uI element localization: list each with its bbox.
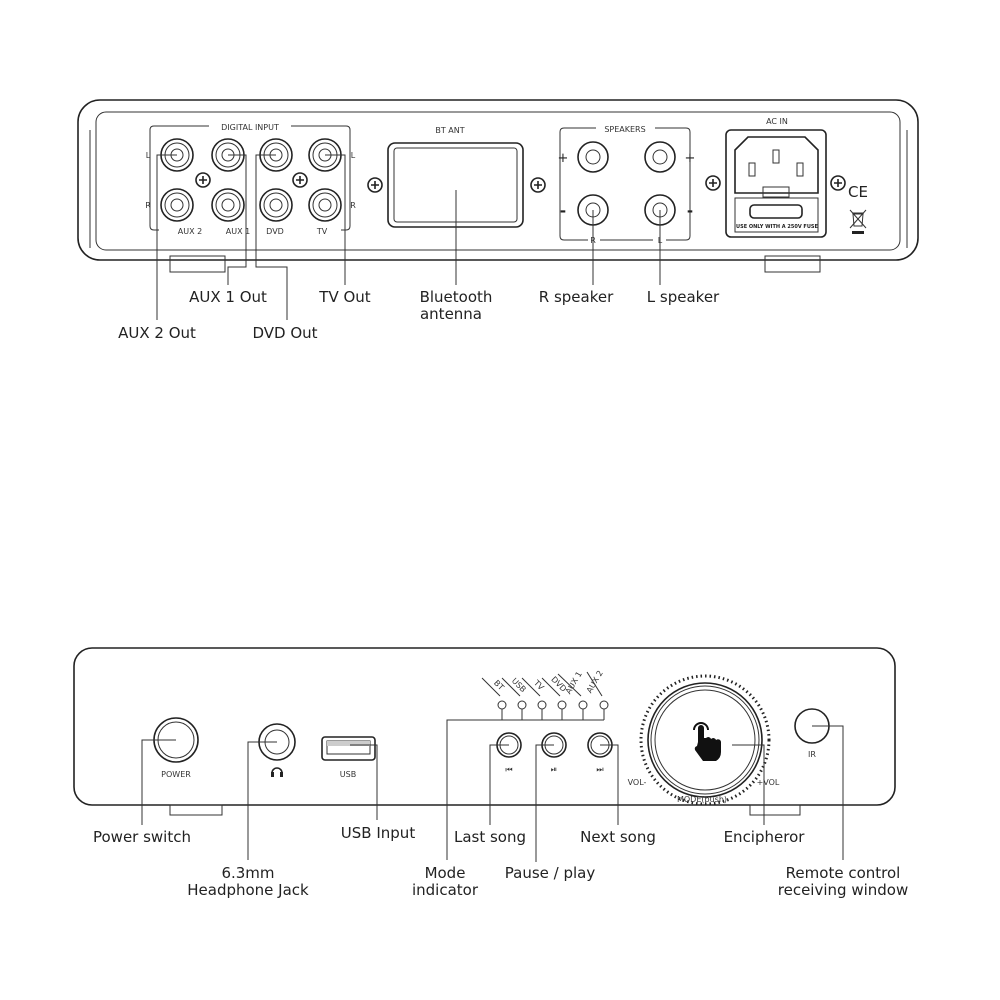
screw-icon [530,177,546,193]
screw-icon [292,172,308,188]
callout-headphone-jack: Headphone Jack [187,881,309,899]
channel-l-label: L [146,151,151,160]
speaker-terminal-l-plus [644,141,676,173]
foot [749,804,801,816]
input-label-tv: TV [316,227,328,236]
front-panel: POWER USB BT USB TV DVD AUX 1 AUX 2 [73,647,908,899]
led-aux2: AUX 2 [585,669,609,720]
screw-icon [830,175,846,191]
rca-jack-dvd-r [259,188,293,222]
callout-encipheror: Encipheror [724,828,806,846]
digital-input-label: DIGITAL INPUT [221,123,279,132]
minus-label: - [687,202,693,220]
volume-mode-knob[interactable] [639,674,771,806]
usb-port [321,736,376,761]
input-label-aux2: AUX 2 [178,227,202,236]
led-label-usb: USB [510,676,528,694]
callout-dvd-out: DVD Out [252,324,317,342]
callout-next-song: Next song [580,828,656,846]
foot [764,255,821,273]
plus-label: + [685,151,696,166]
input-label-dvd: DVD [266,227,284,236]
callout-remote-window: Remote control [786,864,901,882]
rca-jack-tv-r [308,188,342,222]
callout-last-song: Last song [454,828,526,846]
callout-r-speaker: R speaker [539,288,614,306]
rca-jack-aux1-r [211,188,245,222]
callout-aux1-out: AUX 1 Out [189,288,267,306]
callout-l-speaker: L speaker [647,288,720,306]
callout-mode-indicator: Mode [425,864,466,882]
rear-panel: DIGITAL INPUT L L R R AUX 2 AUX 1 DVD TV… [77,99,919,342]
foot [169,804,223,816]
minus-label: - [560,202,566,220]
callout-bluetooth-antenna: antenna [420,305,482,323]
callout-aux2-out: AUX 2 Out [118,324,196,342]
callout-bluetooth-antenna: Bluetooth [420,288,493,306]
ir-label: IR [808,750,816,759]
touch-hand-icon [693,722,721,761]
led-tv: TV [521,677,547,720]
iec-socket [734,136,819,194]
vol-plus-label: +VOL [757,778,780,787]
plus-label: + [558,151,569,166]
callout-tv-out: TV Out [318,288,371,306]
speakers-label: SPEAKERS [604,125,645,134]
weee-bin-icon [849,209,867,234]
speaker-terminal-r-plus [577,141,609,173]
callout-pause-play: Pause / play [505,864,596,882]
power-label: POWER [161,770,191,779]
vol-minus-label: VOL- [628,778,647,787]
screw-icon [705,175,721,191]
prev-icon: ⏮ [505,765,512,774]
led-dvd: DVD [541,675,568,720]
fuse-text: USE ONLY WITH A 250V FUSE [736,224,818,230]
screw-icon [367,177,383,193]
callout-headphone-jack: 6.3mm [221,864,274,882]
ac-in-label: AC IN [766,117,788,126]
foot [169,255,226,273]
rca-jack-aux2-r [160,188,194,222]
fuse-holder [734,197,819,233]
ce-mark: CE [848,183,868,201]
usb-label: USB [340,770,356,779]
led-usb: USB [501,676,528,720]
input-label-aux1: AUX 1 [226,227,250,236]
ac-inlet [725,129,827,238]
channel-l-label: L [351,151,356,160]
next-icon: ⏭ [596,765,603,774]
callout-remote-window: receiving window [778,881,908,899]
screw-icon [195,172,211,188]
headphones-icon [271,767,283,777]
led-bt: BT [481,677,507,720]
mode-push-label: MODE(push) [677,795,727,804]
bt-ant-label: BT ANT [435,126,464,135]
callout-usb-input: USB Input [341,824,416,842]
channel-r-label: R [350,201,356,210]
play-pause-icon: ⏯ [551,765,557,774]
callout-power-switch: Power switch [93,828,191,846]
rca-jacks [160,138,342,222]
channel-r-label: R [145,201,151,210]
callout-mode-indicator: indicator [412,881,479,899]
